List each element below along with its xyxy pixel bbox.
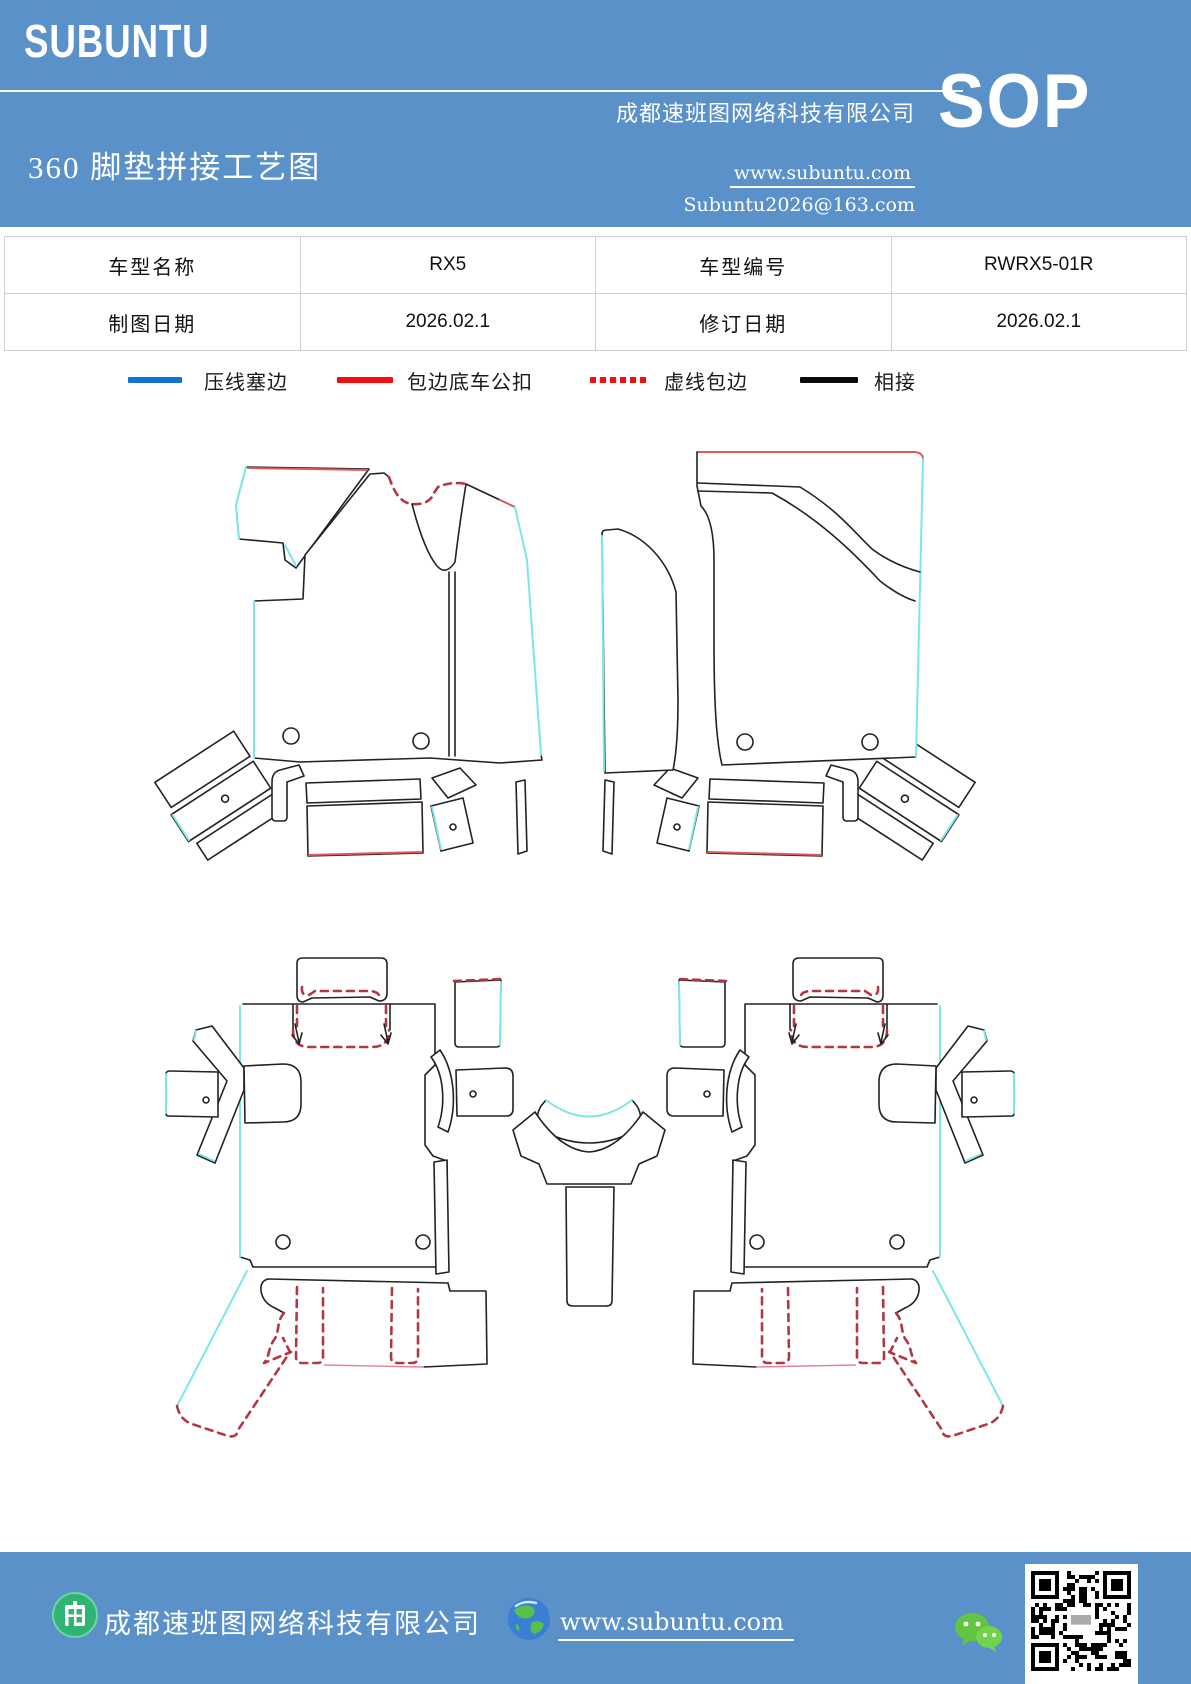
red-line-swatch bbox=[337, 377, 393, 383]
blue-line-swatch bbox=[128, 377, 182, 383]
header-email[interactable]: Subuntu2026@163.com bbox=[683, 194, 915, 216]
legend-label: 压线塞边 bbox=[204, 371, 288, 394]
line-type-legend: 压线塞边 包边底车公扣 虚线包边 相接 bbox=[0, 362, 1191, 398]
legend-label: 包边底车公扣 bbox=[407, 371, 533, 394]
model-code-value: RWRX5-01R bbox=[890, 236, 1187, 294]
rear-mats-pattern-diagram bbox=[165, 956, 1016, 1438]
sop-badge: SOP bbox=[938, 59, 1092, 144]
front-mats-pattern-diagram bbox=[154, 451, 980, 865]
legend-label: 虚线包边 bbox=[664, 371, 748, 394]
header-divider bbox=[0, 90, 963, 92]
dashed-red-line-swatch bbox=[590, 377, 650, 383]
header-band: SUBUNTU 成都速班图网络科技有限公司 360 脚垫拼接工艺图 www.su… bbox=[0, 0, 1191, 227]
footer-company-name: 成都速班图网络科技有限公司 bbox=[104, 1609, 481, 1639]
legend-item-join: 相接 bbox=[800, 362, 916, 398]
revise-date-label: 修订日期 bbox=[595, 293, 892, 351]
header-links: www.subuntu.com Subuntu2026@163.com bbox=[683, 162, 915, 216]
page-title: 360 脚垫拼接工艺图 bbox=[28, 150, 322, 185]
company-building-icon bbox=[52, 1592, 98, 1638]
black-line-swatch bbox=[800, 377, 858, 383]
globe-icon bbox=[508, 1598, 550, 1640]
model-name-value: RX5 bbox=[299, 236, 596, 294]
table-row: 车型名称 RX5 车型编号 RWRX5-01R bbox=[4, 236, 1187, 294]
model-name-label: 车型名称 bbox=[4, 236, 301, 294]
revise-date-value: 2026.02.1 bbox=[890, 293, 1187, 351]
model-code-label: 车型编号 bbox=[595, 236, 892, 294]
draw-date-label: 制图日期 bbox=[4, 293, 301, 351]
header-website-link[interactable]: www.subuntu.com bbox=[729, 162, 915, 188]
legend-item-bind-buckle: 包边底车公扣 bbox=[337, 362, 533, 398]
header-company-name: 成都速班图网络科技有限公司 bbox=[615, 101, 915, 126]
draw-date-value: 2026.02.1 bbox=[299, 293, 596, 351]
wechat-icon bbox=[955, 1613, 1002, 1652]
legend-label: 相接 bbox=[874, 371, 916, 394]
brand-logo: SUBUNTU bbox=[24, 15, 210, 67]
legend-item-press-edge: 压线塞边 bbox=[128, 362, 288, 398]
footer-website-link[interactable]: www.subuntu.com bbox=[558, 1608, 794, 1641]
legend-item-dashed-bind: 虚线包边 bbox=[590, 362, 748, 398]
qr-code-pattern bbox=[1031, 1571, 1131, 1671]
vehicle-info-table: 车型名称 RX5 车型编号 RWRX5-01R 制图日期 2026.02.1 修… bbox=[4, 236, 1187, 351]
qr-code bbox=[1025, 1564, 1138, 1684]
table-row: 制图日期 2026.02.1 修订日期 2026.02.1 bbox=[4, 293, 1187, 351]
footer-band: 成都速班图网络科技有限公司 www.subuntu.com bbox=[0, 1552, 1191, 1684]
